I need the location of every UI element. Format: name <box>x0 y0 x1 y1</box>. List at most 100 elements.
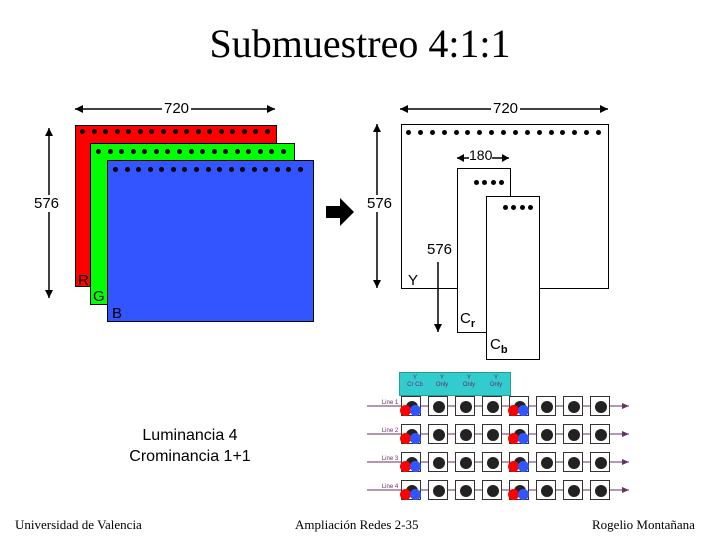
grid-header-top: Y <box>439 375 444 381</box>
grid-header-top: Y <box>412 375 417 381</box>
cr-sample <box>508 461 519 472</box>
grid-pixel <box>508 480 529 500</box>
luma-sample <box>487 401 499 413</box>
blue-plane <box>107 160 314 322</box>
scan-line-arrowhead <box>622 487 629 493</box>
pixel-dot <box>103 129 109 134</box>
grid-pixel <box>536 452 556 472</box>
pixel-dot <box>228 167 234 172</box>
luma-sample <box>595 485 607 497</box>
footer-right: Rogelio Montañana <box>592 517 695 532</box>
grid-pixel <box>455 480 475 500</box>
pixel-dot <box>298 167 303 172</box>
pixel-dot <box>126 129 132 134</box>
pixel-dot <box>217 167 223 172</box>
cb-label-main: C <box>490 336 501 353</box>
grid-pixel <box>428 480 448 500</box>
grid-line-label: Line 4 <box>381 484 399 490</box>
grid-header-top: Y <box>466 375 471 381</box>
luma-sample <box>433 401 445 413</box>
y-width-label: 720 <box>491 100 521 117</box>
cr-sample <box>400 433 411 444</box>
luma-sample <box>487 429 499 441</box>
luma-sample <box>433 457 445 469</box>
pixel-dot <box>281 149 286 154</box>
cr-label-main: C <box>460 310 471 327</box>
pixel-dot <box>241 129 247 134</box>
pixel-dot <box>536 130 542 135</box>
pixel-dot <box>417 130 423 135</box>
grid-pixel <box>563 424 583 444</box>
grid-pixel <box>482 480 502 500</box>
cr-pixel-row <box>474 180 504 185</box>
pixel-dot <box>124 167 130 172</box>
luma-sample <box>595 401 607 413</box>
pixel-dot <box>136 167 142 172</box>
luma-sample <box>541 401 553 413</box>
pixel-dot <box>596 130 601 135</box>
grid-pixel <box>590 480 610 500</box>
cb-label: Cb <box>490 336 508 356</box>
luma-sample <box>568 401 580 413</box>
pixel-dot <box>188 149 194 154</box>
cr-label: Cr <box>460 310 475 330</box>
pixel-dot <box>153 149 159 154</box>
pixel-dot <box>548 130 554 135</box>
grid-pixel <box>482 424 502 444</box>
grid-pixel <box>400 396 421 416</box>
grid-pixel <box>590 452 610 472</box>
pixel-dot <box>80 129 85 134</box>
luma-sample <box>433 429 445 441</box>
red-pixel-row <box>80 129 270 134</box>
luma-sample <box>541 429 553 441</box>
grid-pixel <box>536 424 556 444</box>
blue-label: B <box>112 305 123 322</box>
slide-title: Submuestreo 4:1:1 <box>209 21 511 66</box>
luma-sample <box>568 457 580 469</box>
y-height-label: 576 <box>367 195 393 212</box>
pixel-dot <box>584 130 590 135</box>
pixel-dot <box>184 129 190 134</box>
grid-pixel <box>400 480 421 500</box>
pixel-dot <box>165 149 171 154</box>
pixel-dot <box>107 149 113 154</box>
pixel-dot <box>406 130 411 135</box>
grid-pixel <box>563 452 583 472</box>
cr-sample <box>400 489 411 500</box>
grid-pixel <box>428 396 448 416</box>
grid-pixel <box>482 396 502 416</box>
grid-pixel <box>508 424 529 444</box>
scan-line-arrowhead <box>622 431 629 437</box>
scan-line-arrowhead <box>622 403 629 409</box>
pixel-dot <box>172 129 178 134</box>
cb-sample <box>518 461 529 472</box>
pixel-dot <box>527 205 533 210</box>
pixel-dot <box>572 130 578 135</box>
summary-text: Luminancia 4 Crominancia 1+1 <box>100 425 280 467</box>
cb-sample <box>518 405 529 416</box>
rgb-height-arrow <box>44 128 54 298</box>
grid-header-bottom: Only <box>435 382 449 388</box>
pixel-dot <box>159 167 165 172</box>
cr-label-sub: r <box>470 318 476 330</box>
pixel-dot <box>474 180 479 185</box>
luma-sample <box>460 485 472 497</box>
pixel-dot <box>511 205 517 210</box>
footer-left: Universidad de Valencia <box>15 517 142 532</box>
chroma-height-arrow <box>433 262 443 332</box>
grid-pixel <box>455 424 475 444</box>
grid-pixel <box>563 396 583 416</box>
chrominance-line: Crominancia 1+1 <box>129 448 251 465</box>
grid-header-bottom: Only <box>489 382 503 388</box>
blue-pixel-row <box>113 167 303 172</box>
pixel-dot <box>269 149 275 154</box>
cb-sample <box>518 433 529 444</box>
luma-sample <box>541 485 553 497</box>
pixel-dot <box>91 129 97 134</box>
luma-sample <box>541 457 553 469</box>
pixel-dot <box>176 149 182 154</box>
cb-plane <box>486 196 540 360</box>
rgb-width-label: 720 <box>162 100 192 117</box>
luma-sample <box>433 485 445 497</box>
